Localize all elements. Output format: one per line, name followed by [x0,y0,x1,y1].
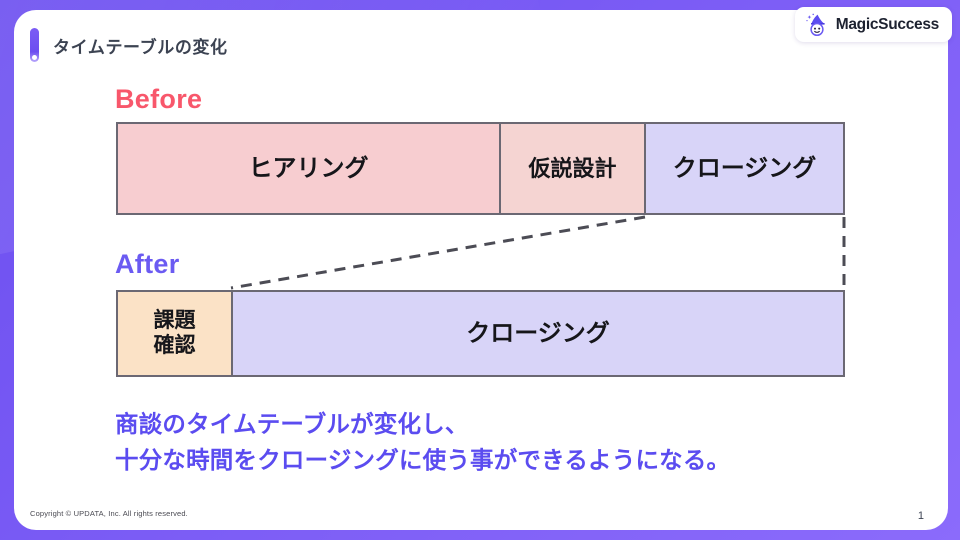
before-segment-hearing: ヒアリング [118,124,499,213]
page-title: タイムテーブルの変化 [53,37,228,57]
after-label: After [115,249,180,279]
accent-bar-icon [30,28,39,62]
page-number: 1 [917,510,924,522]
before-segment-hypothesis: 仮説設計 [499,124,644,213]
summary-line-1: 商談のタイムテーブルが変化し、 [115,411,469,437]
after-timeline-row: 課題 確認 クロージング [116,290,845,377]
before-timeline-row: ヒアリング 仮説設計 クロージング [116,122,845,215]
copyright-text: Copyright © UPDATA, Inc. All rights rese… [30,509,188,518]
after-segment-issue-check: 課題 確認 [118,292,231,375]
summary-text: 商談のタイムテーブルが変化し、 十分な時間をクロージングに使う事ができるようにな… [115,406,730,479]
summary-line-2: 十分な時間をクロージングに使う事ができるようになる。 [115,447,731,474]
brand-logo-badge: MagicSuccess [794,7,952,42]
wizard-icon [804,12,830,38]
brand-name: MagicSuccess [835,15,940,33]
before-label: Before [115,84,203,114]
slide-header: タイムテーブルの変化 [30,28,228,62]
after-segment-closing: クロージング [231,292,843,375]
before-segment-closing: クロージング [644,124,843,213]
